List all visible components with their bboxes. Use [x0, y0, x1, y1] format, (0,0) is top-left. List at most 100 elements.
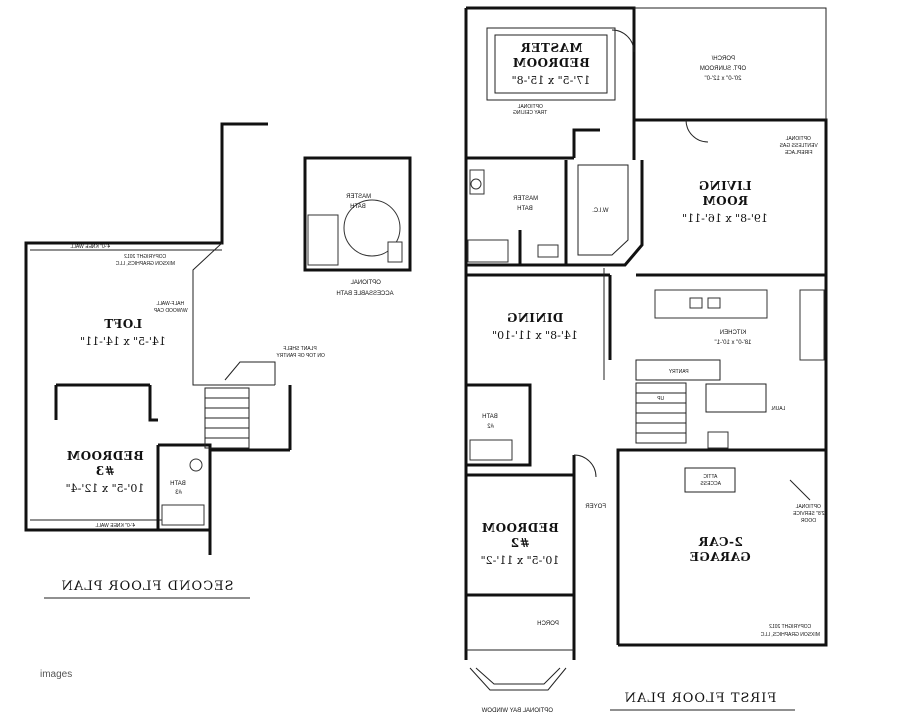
bath3-walls	[156, 443, 212, 530]
svg-text:OPT. SUNROOM: OPT. SUNROOM	[700, 66, 746, 72]
porch-sunroom-label-2: OPT. SUNROOM	[700, 66, 746, 72]
half-wall-note-2: W/WOOD CAP	[153, 308, 188, 314]
bay-window-label: OPTIONAL BAY WINDOW	[481, 708, 553, 714]
foyer-label: FOYER	[585, 504, 606, 510]
second-floor-stairs	[204, 387, 250, 449]
svg-text:DINING: DINING	[507, 311, 564, 325]
svg-text:17'-5" x 15'-8": 17'-5" x 15'-8"	[512, 74, 591, 87]
bedroom2-label-2: #2	[510, 536, 529, 550]
bath2-label: BATH	[482, 414, 498, 420]
master-door-swing	[611, 29, 635, 53]
upper-shower	[307, 214, 339, 266]
svg-text:10'-5" x 11'-2": 10'-5" x 11'-2"	[481, 554, 560, 567]
bedroom3-walls	[54, 383, 158, 422]
second-floor-copyright: COPYRIGHT 2012	[124, 254, 166, 260]
wic-outline	[577, 164, 629, 256]
svg-text:14'-5" x 14'-11": 14'-5" x 14'-11"	[80, 335, 166, 348]
living-room-size: 19'-8" x 16'-11"	[682, 212, 768, 225]
second-floor-title: SECOND FLOOR PLAN	[61, 579, 234, 594]
first-floor-copyright: COPYRIGHT 2012	[769, 624, 811, 630]
service-door-note-2: 2'8" SERVICE	[792, 511, 824, 517]
half-wall-note-1: HALF-WALL	[156, 301, 184, 307]
svg-text:KITCHEN: KITCHEN	[720, 330, 746, 336]
svg-text:ACCESS: ACCESS	[700, 481, 721, 487]
accessible-bath-note-2: ACCESSABLE BATH	[336, 291, 393, 297]
master-bath-label: MASTER	[512, 196, 538, 202]
svg-text:UP: UP	[657, 396, 665, 402]
first-floor-title: FIRST FLOOR PLAN	[624, 691, 777, 706]
laundry-label: LAUN.	[771, 406, 786, 412]
master-bedroom-size: 17'-5" x 15'-8"	[512, 74, 591, 87]
upper-master-bath-label: MASTER	[345, 194, 371, 200]
svg-text:ACCESSABLE BATH: ACCESSABLE BATH	[336, 291, 393, 297]
master-bedroom-label-2: BEDROOM	[512, 56, 589, 70]
bath3-label: BATH	[170, 481, 186, 487]
svg-text:4'-0" KNEE WALL: 4'-0" KNEE WALL	[95, 523, 135, 529]
stairs-up-label: UP	[657, 396, 665, 402]
svg-text:14'-8" x 11'-10": 14'-8" x 11'-10"	[492, 329, 578, 342]
svg-text:OPTIONAL: OPTIONAL	[785, 136, 811, 142]
bath2-label-2: #2	[487, 424, 494, 430]
svg-text:PANTRY: PANTRY	[668, 369, 688, 375]
tray-ceiling-note-1: OPTIONAL	[517, 104, 543, 110]
svg-text:ON TOP OF PANTRY: ON TOP OF PANTRY	[276, 353, 325, 359]
svg-text:LIVING: LIVING	[698, 179, 751, 193]
svg-text:GARAGE: GARAGE	[689, 550, 750, 564]
svg-text:4'-0" KNEE WALL: 4'-0" KNEE WALL	[70, 244, 110, 250]
master-bath-label-2: BATH	[517, 206, 533, 212]
svg-text:HALF-WALL: HALF-WALL	[156, 301, 184, 307]
kitchen-size: 18'-0" x 10'-1"	[715, 340, 752, 346]
svg-text:OPTIONAL: OPTIONAL	[517, 104, 543, 110]
bedroom3-label-2: #3	[95, 464, 114, 478]
porch-sunroom-label: PORCH/	[711, 56, 735, 62]
tray-ceiling-inner	[494, 34, 608, 94]
tray-ceiling-note-2: TRAY CEILING	[513, 110, 547, 116]
svg-text:COPYRIGHT 2012: COPYRIGHT 2012	[124, 254, 166, 260]
svg-text:2'8" SERVICE: 2'8" SERVICE	[792, 511, 824, 517]
svg-text:ROOM: ROOM	[702, 194, 748, 208]
knee-wall-bottom-label: 4'-0" KNEE WALL	[95, 523, 135, 529]
upper-turning-circle	[343, 199, 401, 257]
service-door-swing	[789, 479, 811, 501]
fireplace-note-3: FIREPLACE	[784, 150, 812, 156]
svg-text:BATH: BATH	[517, 206, 533, 212]
bay-window-inner	[475, 667, 561, 685]
plant-shelf	[224, 361, 276, 385]
second-floor-plan: LOFT 14'-5" x 14'-11" BEDROOM #3 10'-5" …	[24, 122, 795, 711]
tray-ceiling-outline	[486, 27, 616, 101]
svg-text:OPTIONAL BAY WINDOW: OPTIONAL BAY WINDOW	[481, 708, 553, 714]
plant-shelf-note-2: ON TOP OF PANTRY	[276, 353, 325, 359]
upper-master-bath-label-2: BATH	[350, 204, 366, 210]
svg-text:PORCH: PORCH	[537, 621, 559, 627]
svg-text:BATH: BATH	[170, 481, 186, 487]
svg-text:BATH: BATH	[482, 414, 498, 420]
living-room-label: LIVING	[698, 179, 751, 193]
loft-size: 14'-5" x 14'-11"	[80, 335, 166, 348]
garage-label: 2-CAR	[698, 535, 743, 549]
svg-text:OPTIONAL: OPTIONAL	[350, 280, 381, 286]
bath3-label-2: #3	[175, 490, 182, 496]
dining-size: 14'-8" x 11'-10"	[492, 329, 578, 342]
second-floor-copyright-2: MIXSON GRAPHICS, LLC	[115, 261, 175, 267]
bath2-tub	[469, 439, 513, 461]
svg-text:#2: #2	[487, 424, 494, 430]
svg-text:W.I.C.: W.I.C.	[592, 208, 609, 214]
bath2-walls	[466, 383, 532, 467]
svg-text:W/WOOD CAP: W/WOOD CAP	[153, 308, 188, 314]
porch-sunroom-size: 20'-0" x 12'-0"	[705, 76, 742, 82]
fireplace-note-1: OPTIONAL	[785, 136, 811, 142]
svg-text:BEDROOM: BEDROOM	[481, 521, 558, 535]
svg-text:FIREPLACE: FIREPLACE	[784, 150, 812, 156]
svg-text:TRAY CEILING: TRAY CEILING	[513, 110, 547, 116]
svg-text:MASTER: MASTER	[345, 194, 371, 200]
loft-half-wall	[192, 242, 275, 386]
stair-wall	[210, 385, 292, 452]
svg-text:MASTER: MASTER	[512, 196, 538, 202]
pantry-label: PANTRY	[668, 369, 688, 375]
svg-text:MASTER: MASTER	[520, 41, 583, 55]
living-room-label-2: ROOM	[702, 194, 748, 208]
svg-text:#3: #3	[95, 464, 114, 478]
svg-text:PLANT SHELF: PLANT SHELF	[283, 346, 317, 352]
service-door-note-3: DOOR	[801, 518, 816, 524]
